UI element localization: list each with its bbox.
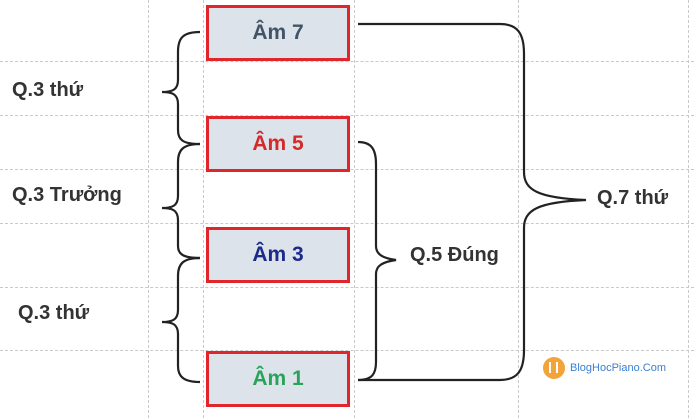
note-label-3: Âm 3 xyxy=(252,243,304,266)
interval-label-third-bottom: Q.3 thứ xyxy=(18,302,90,324)
grid-line xyxy=(0,223,694,224)
brace-perfect-fifth xyxy=(357,140,397,382)
note-box-3: Âm 3 xyxy=(206,227,350,283)
piano-logo-icon xyxy=(543,357,565,379)
grid-line xyxy=(0,115,694,116)
brace-major-third xyxy=(161,142,201,260)
interval-label-seventh: Q.7 thứ xyxy=(597,187,669,209)
grid-line xyxy=(0,287,694,288)
watermark: BlogHocPiano.Com xyxy=(543,357,666,379)
watermark-text: BlogHocPiano.Com xyxy=(570,362,666,374)
grid-line xyxy=(203,0,204,418)
note-box-5: Âm 5 xyxy=(206,116,350,172)
brace-third-top xyxy=(161,30,201,146)
grid-line xyxy=(688,0,689,418)
note-label-1: Âm 1 xyxy=(252,367,304,390)
interval-label-third-top: Q.3 thứ xyxy=(12,79,84,101)
brace-seventh xyxy=(358,22,587,382)
note-label-5: Âm 5 xyxy=(252,132,304,155)
brace-third-bottom xyxy=(161,256,201,384)
note-label-7: Âm 7 xyxy=(252,21,304,44)
grid-line xyxy=(148,0,149,418)
grid-line xyxy=(354,0,355,418)
interval-label-perfect-fifth: Q.5 Đúng xyxy=(410,244,499,266)
grid-line xyxy=(518,0,519,418)
note-box-7: Âm 7 xyxy=(206,5,350,61)
grid-line xyxy=(0,350,694,351)
grid-line xyxy=(0,61,694,62)
interval-label-major-third: Q.3 Trưởng xyxy=(12,184,122,206)
note-box-1: Âm 1 xyxy=(206,351,350,407)
